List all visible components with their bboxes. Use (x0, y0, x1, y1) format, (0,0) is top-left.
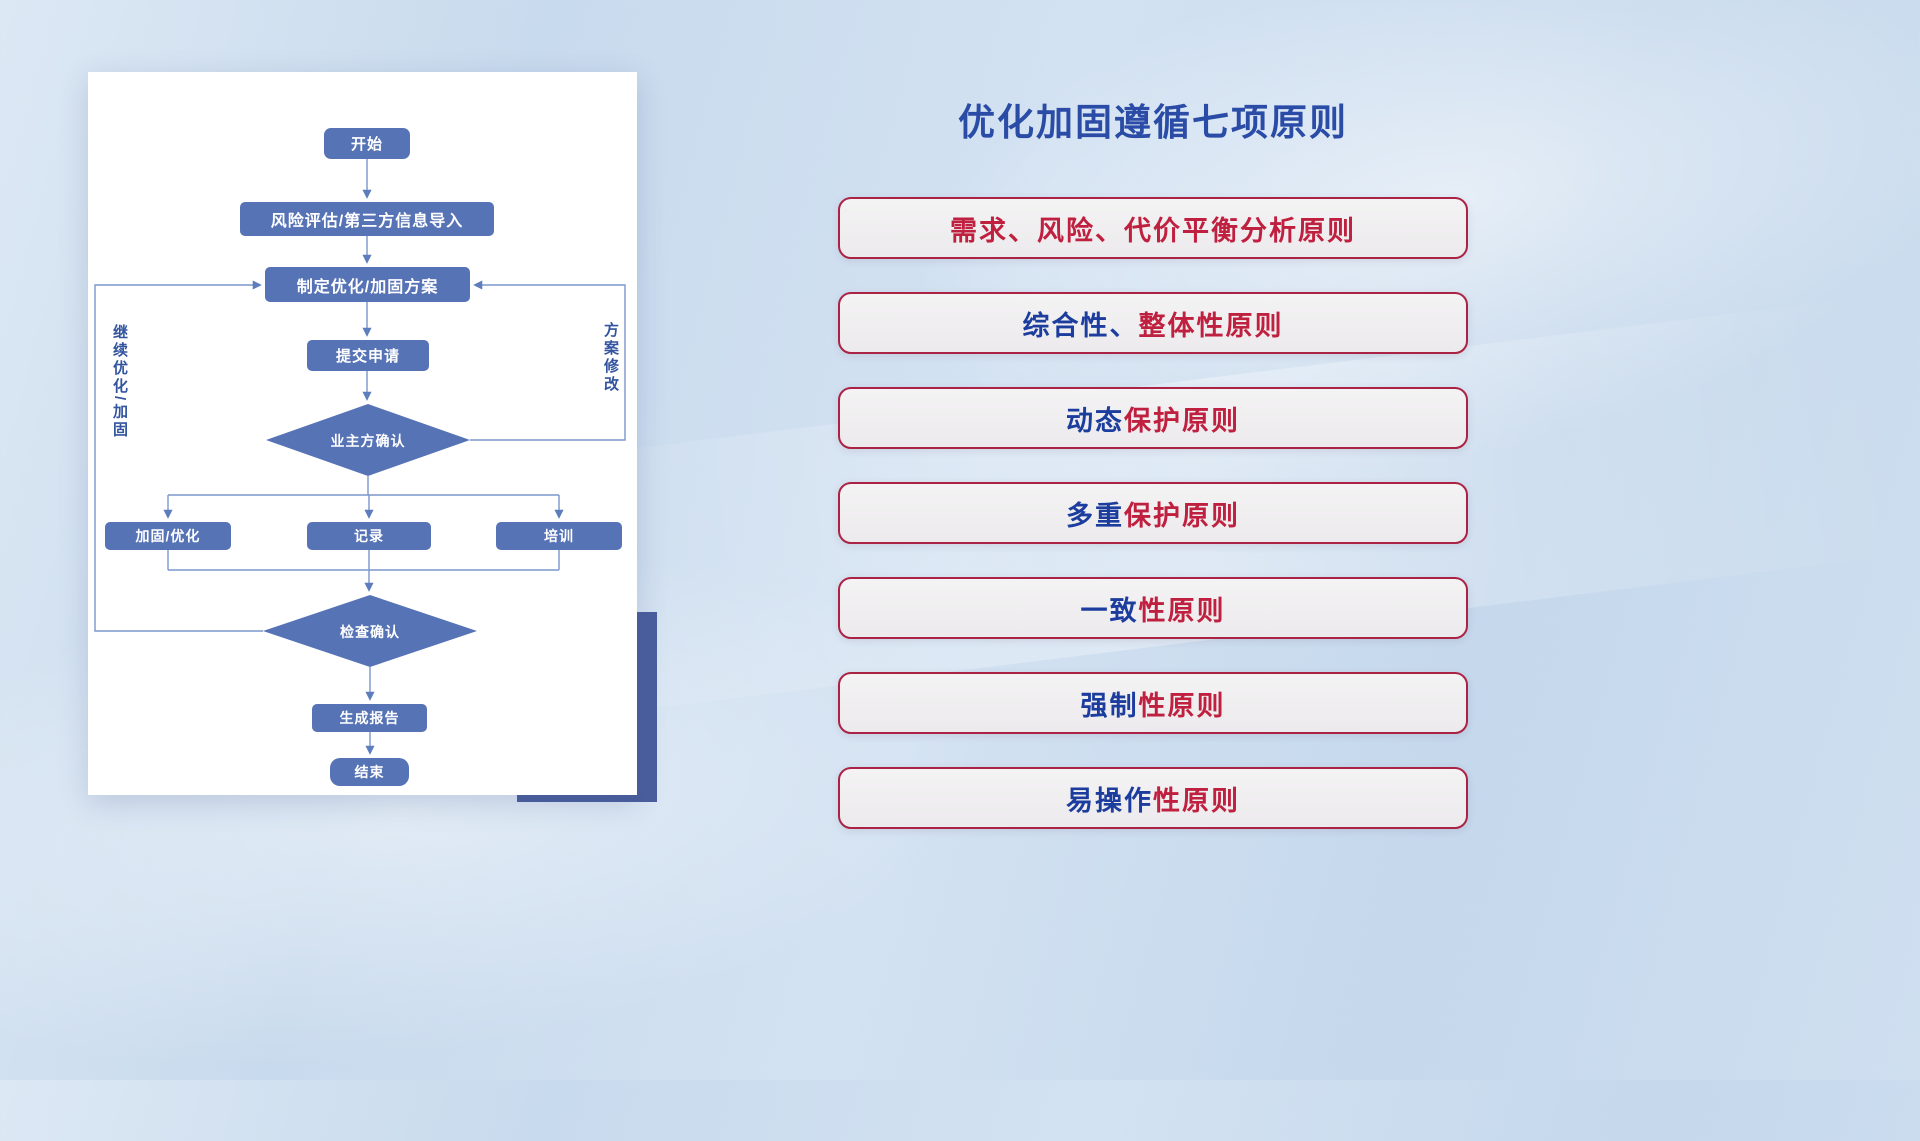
edge-label-plan-modify: 方案修改 (602, 322, 619, 394)
principles-list: 需求、风险、代价平衡分析原则 综合性、整体性原则 动态保护原则 多重保护原则 一… (838, 197, 1468, 829)
principle-card-3: 动态保护原则 (838, 387, 1468, 449)
principle-text-blue: 多重 (1066, 500, 1124, 531)
panel-title: 优化加固遵循七项原则 (958, 102, 1348, 143)
edge-label-continue-optimize: 继续优化/加固 (111, 324, 128, 440)
flow-node-check-confirm-label: 检查确认 (340, 624, 400, 640)
principle-card-4: 多重保护原则 (838, 482, 1468, 544)
flow-node-report: 生成报告 (312, 704, 427, 732)
flow-node-make-plan: 制定优化/加固方案 (265, 267, 470, 302)
principle-text-blue: 易操作 (1066, 785, 1153, 816)
flow-node-end: 结束 (330, 758, 409, 786)
flowchart-connectors (94, 159, 626, 755)
principle-card-6: 强制性原则 (838, 672, 1468, 734)
principle-text-red: 性原则 (1138, 595, 1226, 626)
principle-card-1: 需求、风险、代价平衡分析原则 (838, 197, 1468, 259)
flow-node-start: 开始 (324, 128, 410, 159)
principle-card-5: 一致性原则 (838, 577, 1468, 639)
principle-text-red: 性原则 (1138, 690, 1226, 721)
principle-card-7: 易操作性原则 (838, 767, 1468, 829)
principle-text-red: 需求、风险、代价平衡分析原则 (950, 215, 1356, 246)
flow-node-record: 记录 (307, 522, 431, 550)
flow-node-risk-import: 风险评估/第三方信息导入 (240, 202, 494, 236)
principle-text-red: 保护原则 (1124, 500, 1240, 531)
flow-node-submit: 提交申请 (307, 340, 429, 371)
principle-text-blue: 动态 (1066, 405, 1124, 436)
principle-card-2: 综合性、整体性原则 (838, 292, 1468, 354)
flow-node-train: 培训 (496, 522, 622, 550)
principle-text-red: 整体性原则 (1138, 310, 1284, 341)
principle-text-blue: 强制 (1080, 690, 1139, 721)
principle-text-red: 保护原则 (1124, 405, 1240, 436)
principle-text-blue: 综合性、 (1022, 310, 1139, 341)
principle-text-red: 性原则 (1153, 785, 1240, 816)
flow-node-owner-confirm-shape (266, 404, 470, 476)
flowchart-card: 开始 风险评估/第三方信息导入 制定优化/加固方案 提交申请 业主方确认 加固/… (88, 72, 637, 795)
principle-text-blue: 一致 (1080, 595, 1139, 626)
flow-node-harden: 加固/优化 (105, 522, 231, 550)
flow-node-check-confirm-shape (263, 595, 477, 667)
flow-node-owner-confirm-label: 业主方确认 (330, 433, 406, 449)
